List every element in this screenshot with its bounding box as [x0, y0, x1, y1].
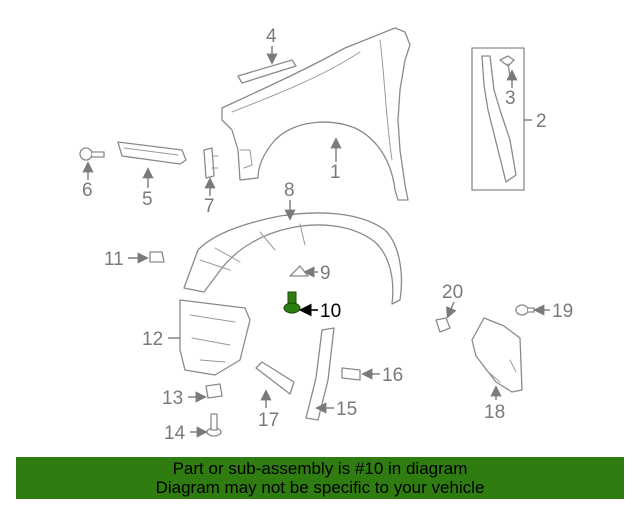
- callout-1: 1: [330, 162, 341, 183]
- callout-6: 6: [82, 180, 93, 201]
- banner-line-part-number: Part or sub-assembly is #10 in diagram: [172, 459, 468, 478]
- callout-3: 3: [505, 88, 516, 109]
- splash-shield-part: [179, 299, 251, 376]
- callout-9: 9: [320, 263, 331, 284]
- callout-13: 13: [162, 388, 183, 409]
- callout-14: 14: [164, 423, 186, 444]
- callout-2: 2: [536, 111, 547, 132]
- wheelhouse-liner-part: [183, 212, 403, 305]
- bolt-6-part: [79, 147, 105, 161]
- fender-part: [221, 27, 411, 201]
- callout-15: 15: [336, 399, 357, 420]
- screw-10-part: [283, 291, 301, 314]
- clip-7-part: [203, 147, 219, 179]
- molding-strip-part: [237, 59, 297, 84]
- mud-flap-part: [471, 317, 523, 393]
- callout-12: 12: [142, 329, 163, 350]
- callout-7: 7: [204, 196, 215, 217]
- bolt-11-part: [149, 251, 165, 263]
- bolt-20-part: [435, 317, 451, 333]
- callout-19: 19: [552, 301, 573, 322]
- bolt-16-part: [341, 367, 361, 381]
- parts-diagram: 1 2 3 4 5 6 7 8 9 10 11 12 13 14 15 16 1…: [79, 26, 573, 444]
- banner-line-disclaimer: Diagram may not be specific to your vehi…: [155, 478, 485, 497]
- callout-4: 4: [266, 26, 277, 47]
- callout-18: 18: [484, 402, 505, 423]
- callout-11: 11: [104, 249, 124, 270]
- callout-5: 5: [142, 189, 153, 210]
- clip-9-part: [289, 265, 309, 277]
- callout-16: 16: [382, 365, 403, 386]
- leader-lines: [82, 46, 550, 438]
- screw-19-part: [515, 304, 535, 316]
- bolt-14-part: [206, 413, 222, 437]
- callout-20: 20: [442, 282, 463, 303]
- pad-17-part: [255, 361, 295, 395]
- seal-strip-part: [305, 327, 335, 421]
- callout-17: 17: [258, 410, 279, 431]
- info-banner: Part or sub-assembly is #10 in diagram D…: [16, 457, 624, 499]
- bracket-panel-part: [471, 47, 525, 191]
- clip-13-part: [205, 383, 223, 399]
- bracket-5-part: [117, 141, 187, 165]
- callout-10-highlighted: 10: [320, 301, 341, 322]
- callout-8: 8: [284, 180, 295, 201]
